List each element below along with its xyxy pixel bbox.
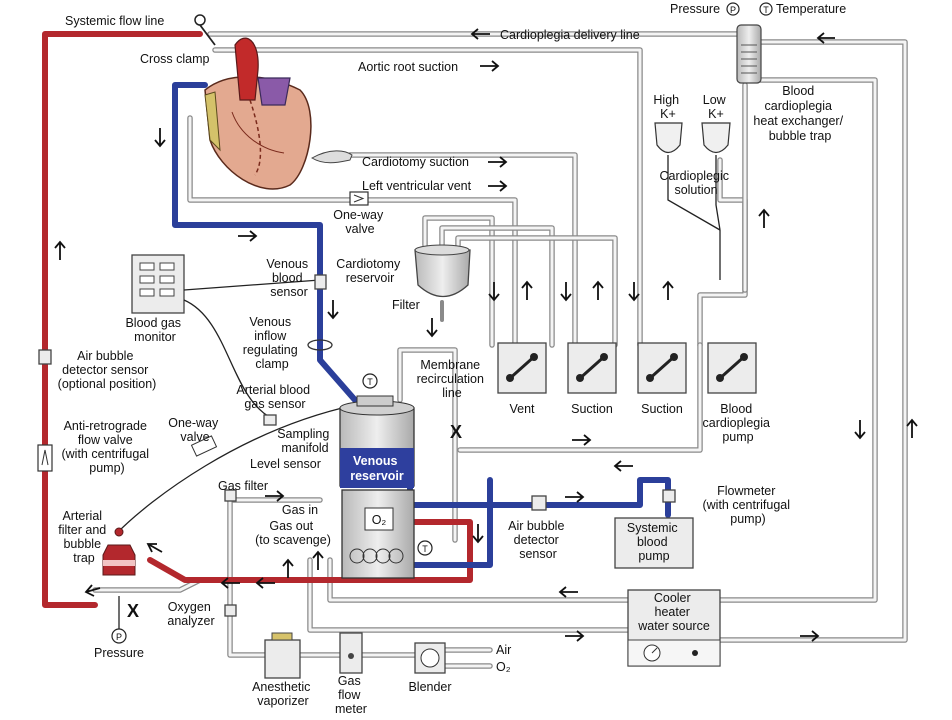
temperature-probe-icon <box>417 540 433 556</box>
label-air: Air <box>496 643 511 657</box>
svg-text:T: T <box>422 544 428 554</box>
label-anti-retrograde-valve: Anti-retrograde flow valve (with centrif… <box>61 419 152 475</box>
suction-tip <box>311 150 353 164</box>
label-low-k: Low K+ <box>703 93 729 121</box>
label-arterial-filter: Arterial filter and bubble trap <box>58 509 109 565</box>
label-filter: Filter <box>392 298 420 312</box>
gas-filter <box>224 489 237 502</box>
label-cardiotomy-suction: Cardiotomy suction <box>362 155 469 169</box>
label-cardiotomy-reservoir: Cardiotomy reservoir <box>336 257 403 285</box>
label-blood-cardioplegia-hx: Blood cardioplegia heat exchanger/ bubbl… <box>753 84 846 143</box>
svg-text:T: T <box>367 377 373 387</box>
label-cross-clamp: Cross clamp <box>140 52 210 66</box>
flowmeter-sensor <box>662 489 676 503</box>
label-blender: Blender <box>408 680 451 694</box>
cross-clamp-icon <box>194 14 206 26</box>
label-membrane-recirculation: Membrane recirculation line <box>417 358 488 400</box>
svg-text:O₂: O₂ <box>372 513 387 527</box>
label-arterial-blood-gas-sensor: Arterial blood gas sensor <box>236 383 313 411</box>
label-pressure-bottom: Pressure <box>94 646 144 660</box>
pressure-gauge-icon <box>726 2 740 16</box>
label-sampling-manifold: Sampling manifold <box>277 427 333 455</box>
x-mark: X <box>450 422 462 442</box>
label-air-bubble-detector: Air bubble detector sensor <box>508 519 568 561</box>
label-flowmeter: Flowmeter (with centrifugal pump) <box>702 484 793 526</box>
systemic-blood-pump <box>614 517 694 569</box>
label-suction-1: Suction <box>571 402 613 416</box>
cardioplegia-heat-exchanger: P T <box>726 2 773 84</box>
label-venous-reservoir: Venous reservoir <box>350 454 404 483</box>
anesthetic-vaporizer <box>264 639 301 679</box>
label-suction-2: Suction <box>641 402 683 416</box>
one-way-valve-top <box>349 191 369 206</box>
air-bubble-sensor-optional <box>38 349 52 365</box>
svg-text:P: P <box>116 632 122 642</box>
label-level-sensor: Level sensor <box>250 457 321 471</box>
svg-text:T: T <box>763 5 769 15</box>
temperature-probe-icon <box>362 373 378 389</box>
label-gas-filter: Gas filter <box>218 479 268 493</box>
label-blood-gas-monitor: Blood gas monitor <box>125 316 184 344</box>
arterial-filter: P <box>102 527 136 644</box>
cooler-heater-water-source <box>627 589 721 667</box>
label-venous-inflow-clamp: Venous inflow regulating clamp <box>243 315 301 371</box>
temperature-probe-icon <box>759 2 773 16</box>
venous-inflow-clamp <box>307 339 333 351</box>
label-cardioplegia-delivery-line: Cardioplegia delivery line <box>500 28 640 42</box>
oxygen-analyzer-sensor <box>224 604 237 617</box>
air-bubble-detector <box>531 495 547 511</box>
label-left-ventricular-vent: Left ventricular vent <box>362 179 472 193</box>
label-aortic-root-suction: Aortic root suction <box>358 60 458 74</box>
one-way-valve-left <box>190 435 218 457</box>
labels: Systemic flow line Cross clamp Aortic ro… <box>58 2 847 716</box>
arterial-blood-gas-sensor <box>263 414 277 426</box>
anti-retrograde-valve <box>37 444 53 472</box>
label-gas-flow-meter: Gas flow meter <box>335 674 367 716</box>
venous-reservoir: T <box>339 373 415 488</box>
x-mark: X <box>127 601 139 621</box>
label-cardioplegic-solution: Cardioplegic solution <box>660 169 733 197</box>
flow-arrows <box>54 28 918 642</box>
label-venous-blood-sensor: Venous blood sensor <box>266 257 311 299</box>
label-one-way-valve-left: One-way valve <box>168 416 222 444</box>
label-high-k: High K+ <box>653 93 682 121</box>
heart <box>194 14 312 190</box>
label-pressure-top: Pressure <box>670 2 720 16</box>
roller-pumps <box>497 342 757 394</box>
label-systemic-flow-line: Systemic flow line <box>65 14 164 28</box>
svg-text:P: P <box>730 5 736 15</box>
label-one-way-valve-top: One-way valve <box>333 208 387 236</box>
label-oxygen-analyzer: Oxygen analyzer <box>167 600 214 628</box>
label-anesthetic-vaporizer: Anesthetic vaporizer <box>252 680 314 708</box>
blood-gas-monitor <box>131 254 321 421</box>
cardiotomy-reservoir <box>414 244 471 322</box>
label-gas-in: Gas in <box>282 503 318 517</box>
label-temperature: Temperature <box>776 2 846 16</box>
label-cooler-heater: Cooler heater water source <box>637 591 710 633</box>
label-systemic-blood-pump: Systemic blood pump <box>627 521 681 563</box>
label-blood-cardioplegia-pump: Blood cardioplegia pump <box>703 402 774 444</box>
oxygenator: O₂ T <box>341 489 433 579</box>
label-o2: O₂ <box>496 660 511 674</box>
gray-tubing <box>92 31 908 669</box>
label-air-bubble-optional: Air bubble detector sensor (optional pos… <box>58 349 157 391</box>
label-vent: Vent <box>509 402 535 416</box>
venous-blood-sensor <box>314 274 327 290</box>
cardioplegic-bags <box>654 122 731 280</box>
label-gas-out: Gas out (to scavenge) <box>255 519 331 547</box>
